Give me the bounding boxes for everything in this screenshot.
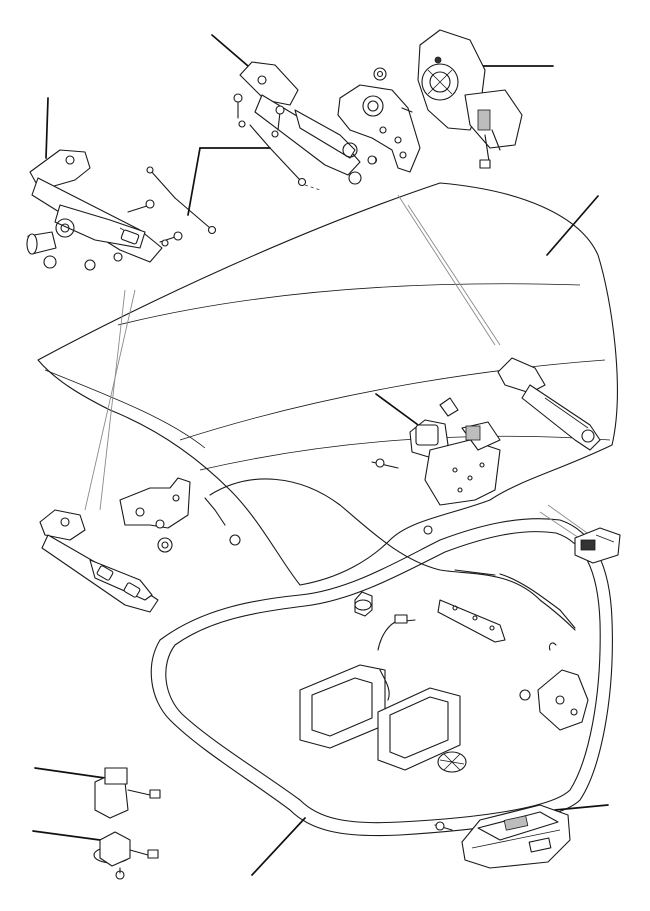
locking-module (434, 804, 571, 869)
cable-clip-strip (437, 599, 506, 643)
grommet (354, 591, 373, 617)
cable-tie-upper (94, 767, 161, 819)
latch-bracket-right (519, 669, 589, 731)
hinge-right-on-lid (497, 357, 601, 451)
hinge-bolts-right (233, 93, 285, 138)
plate-recess (377, 687, 461, 771)
hinge-right-upper (239, 61, 378, 185)
licence-plate-lamp (299, 614, 416, 749)
badge-emblem (437, 751, 467, 773)
gas-strut-right (249, 124, 321, 191)
hinge-left-lower (39, 509, 159, 613)
hinge-left-upper (26, 149, 163, 271)
hinge-bolts-left (127, 199, 183, 247)
latch-striker (119, 477, 191, 553)
leader-lines (32, 34, 609, 876)
cable-tie-lower (93, 831, 159, 880)
boot-seal (150, 518, 613, 837)
gas-strut-left (146, 166, 217, 235)
boot-lid-latch (371, 397, 501, 535)
release-cable (204, 478, 576, 651)
assembly-guide-lines (84, 194, 591, 541)
release-switch (574, 527, 621, 564)
motor-bracket (337, 67, 421, 173)
boot-lid-motor (417, 29, 523, 169)
